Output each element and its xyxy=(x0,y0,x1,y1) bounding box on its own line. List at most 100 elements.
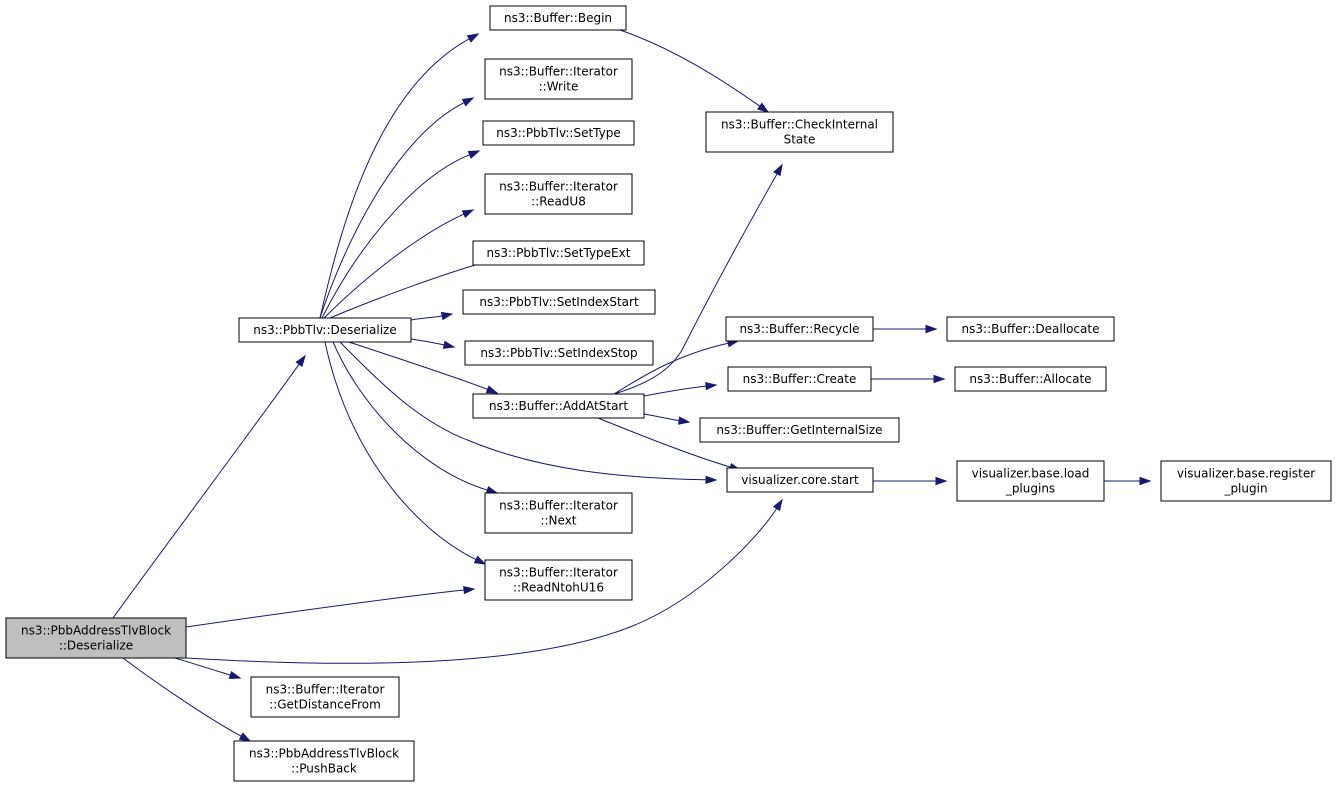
arrowhead-icon xyxy=(1139,476,1152,486)
node-box xyxy=(484,492,633,534)
node-box xyxy=(464,340,654,366)
arrowhead-icon xyxy=(440,311,454,321)
node-tlv-deserialize[interactable]: ns3::PbbTlv::Deserialize xyxy=(238,317,412,343)
node-set-type[interactable]: ns3::PbbTlv::SetType xyxy=(482,120,635,146)
node-label: ns3::PbbAddressTlvBlock xyxy=(21,624,171,638)
edge-line xyxy=(185,508,778,664)
node-box xyxy=(726,467,874,493)
arrowhead-icon xyxy=(463,585,476,595)
edge-line xyxy=(329,260,491,319)
node-label: ns3::PbbAddressTlvBlock xyxy=(249,747,399,761)
node-add-at-start[interactable]: ns3::Buffer::AddAtStart xyxy=(472,393,645,419)
edge-line xyxy=(185,589,465,628)
arrowhead-icon xyxy=(935,476,948,486)
arrowhead-icon xyxy=(772,498,783,512)
node-label: ns3::Buffer::Iterator xyxy=(499,65,618,79)
node-label: ::ReadU8 xyxy=(531,195,586,209)
edge-tlv-deserialize-to-iter-readu8 xyxy=(323,209,475,319)
node-box xyxy=(233,740,415,782)
node-box xyxy=(489,5,627,31)
arrowhead-icon xyxy=(485,485,499,495)
edge-line xyxy=(112,363,300,619)
node-label: visualizer.core.start xyxy=(741,473,859,487)
arrowhead-icon xyxy=(228,670,242,680)
edge-line xyxy=(122,657,242,737)
node-deallocate[interactable]: ns3::Buffer::Deallocate xyxy=(946,316,1115,342)
node-load-plugins[interactable]: visualizer.base.load_plugins xyxy=(956,460,1105,502)
node-box xyxy=(946,316,1115,342)
node-set-index-stop[interactable]: ns3::PbbTlv::SetIndexStop xyxy=(464,340,654,366)
node-viz-core-start[interactable]: visualizer.core.start xyxy=(726,467,874,493)
edge-line xyxy=(339,341,707,481)
node-label: ::PushBack xyxy=(291,762,357,776)
edge-line xyxy=(643,413,680,422)
edge-root-to-tlv-deserialize xyxy=(112,354,306,619)
node-label: State xyxy=(784,133,816,147)
edge-tlv-deserialize-to-set-index-stop xyxy=(410,338,456,349)
edge-root-to-iter-readntohu16 xyxy=(185,585,476,628)
arrowhead-icon xyxy=(466,33,480,43)
node-label: ns3::Buffer::Iterator xyxy=(499,499,618,513)
arrowhead-icon xyxy=(461,209,475,219)
node-create[interactable]: ns3::Buffer::Create xyxy=(727,366,872,392)
node-iter-readntohu16[interactable]: ns3::Buffer::Iterator::ReadNtohU16 xyxy=(484,559,633,601)
arrowhead-icon xyxy=(705,475,718,484)
node-box xyxy=(484,559,633,601)
edge-add-at-start-to-check-internal xyxy=(613,163,783,395)
edge-line xyxy=(332,341,488,491)
node-iter-readu8[interactable]: ns3::Buffer::Iterator::ReadU8 xyxy=(484,173,633,215)
node-box xyxy=(727,366,872,392)
edge-line xyxy=(321,154,470,319)
node-label: ns3::Buffer::GetInternalSize xyxy=(716,423,882,437)
node-label: ns3::Buffer::CheckInternal xyxy=(721,118,878,132)
node-box xyxy=(699,417,900,443)
node-box xyxy=(725,316,874,342)
edge-recycle-to-deallocate xyxy=(873,324,938,334)
node-set-index-start[interactable]: ns3::PbbTlv::SetIndexStart xyxy=(462,289,656,315)
node-iter-getdistance[interactable]: ns3::Buffer::Iterator::GetDistanceFrom xyxy=(250,676,400,718)
edge-tlv-deserialize-to-add-at-start xyxy=(348,341,499,394)
edge-line xyxy=(319,102,465,319)
edge-line xyxy=(323,213,465,319)
node-set-type-ext[interactable]: ns3::PbbTlv::SetTypeExt xyxy=(472,240,645,266)
node-get-internal-size[interactable]: ns3::Buffer::GetInternalSize xyxy=(699,417,900,443)
edge-line xyxy=(643,385,707,397)
node-buf-begin[interactable]: ns3::Buffer::Begin xyxy=(489,5,627,31)
edge-tlv-deserialize-to-iter-readntohu16 xyxy=(324,341,487,565)
edge-line xyxy=(410,338,445,346)
edge-root-to-push-back xyxy=(122,657,252,742)
node-label: ::Write xyxy=(539,80,579,94)
node-recycle[interactable]: ns3::Buffer::Recycle xyxy=(725,316,874,342)
arrowhead-icon xyxy=(678,416,691,425)
node-label: ::GetDistanceFrom xyxy=(269,698,381,712)
node-box xyxy=(484,173,633,215)
node-allocate[interactable]: ns3::Buffer::Allocate xyxy=(954,366,1107,392)
arrowhead-icon xyxy=(925,324,938,334)
node-push-back[interactable]: ns3::PbbAddressTlvBlock::PushBack xyxy=(233,740,415,782)
edge-create-to-allocate xyxy=(871,374,946,384)
node-iter-next[interactable]: ns3::Buffer::Iterator::Next xyxy=(484,492,633,534)
node-iter-write[interactable]: ns3::Buffer::Iterator::Write xyxy=(484,58,633,100)
node-box xyxy=(250,676,400,718)
node-label: ::ReadNtohU16 xyxy=(513,581,604,595)
arrowhead-icon xyxy=(442,340,456,349)
edge-line xyxy=(174,657,231,676)
arrowhead-icon xyxy=(485,385,499,394)
node-box xyxy=(954,366,1107,392)
node-label: ns3::PbbTlv::SetIndexStart xyxy=(479,295,639,309)
arrowhead-icon xyxy=(473,555,487,565)
node-label: ns3::Buffer::AddAtStart xyxy=(489,399,628,413)
node-label: ns3::Buffer::Iterator xyxy=(499,566,618,580)
node-label: ns3::Buffer::Recycle xyxy=(739,322,859,336)
arrowhead-icon xyxy=(705,381,718,391)
node-box xyxy=(238,317,412,343)
node-root[interactable]: ns3::PbbAddressTlvBlock::Deserialize xyxy=(5,617,187,659)
node-label: ns3::Buffer::Create xyxy=(743,372,857,386)
edge-line xyxy=(613,342,729,395)
node-box xyxy=(705,111,894,153)
edge-tlv-deserialize-to-iter-write xyxy=(319,97,475,319)
arrowhead-icon xyxy=(461,97,475,107)
node-register-plugin[interactable]: visualizer.base.register_plugin xyxy=(1160,460,1332,502)
